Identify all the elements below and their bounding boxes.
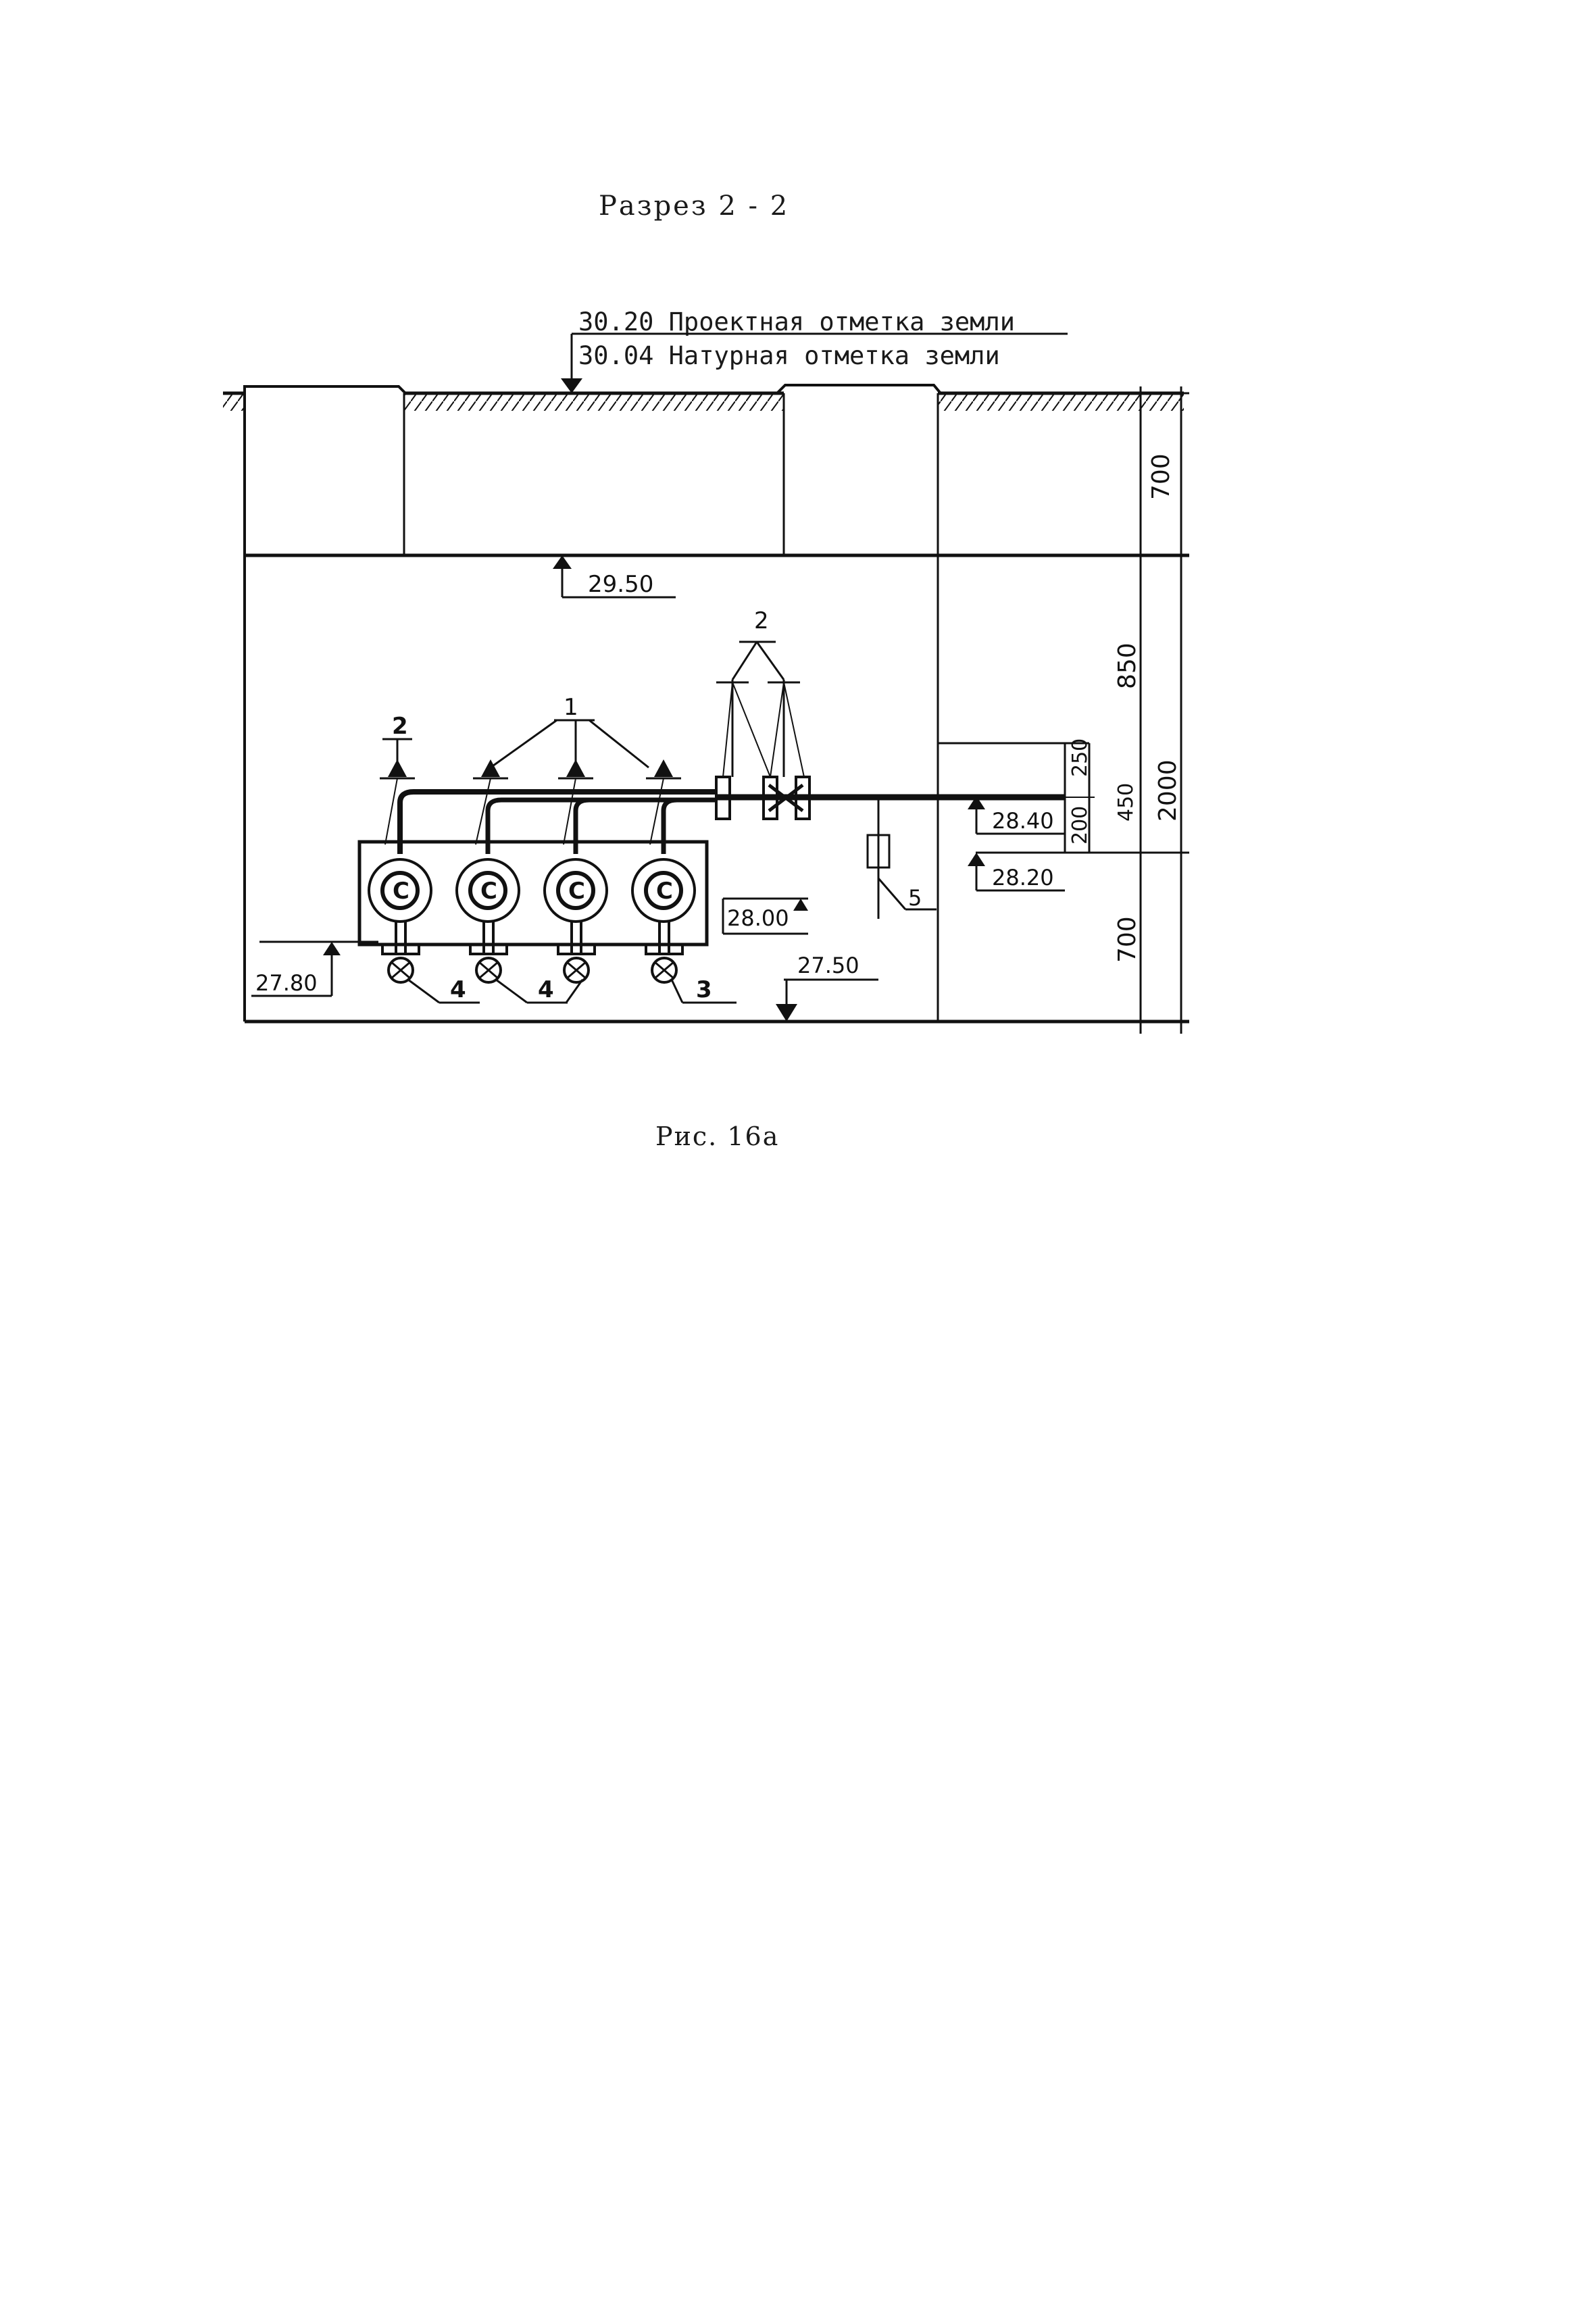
elev-label-29-50: 29.50 — [588, 571, 653, 598]
callout-2-top: 2 — [754, 607, 769, 634]
elev-label-28-40: 28.40 — [992, 808, 1054, 834]
dim-label-200: 200 — [1068, 806, 1092, 845]
pump-symbol-4: C — [656, 878, 673, 905]
gate-valve-symbol — [768, 784, 804, 812]
elev-label-27-80: 27.80 — [255, 970, 318, 996]
elev-label-28-20: 28.20 — [992, 865, 1054, 890]
pump-symbol-2: C — [480, 878, 497, 905]
elev-marker-27-80 — [323, 942, 341, 955]
callout-2-left: 2 — [392, 713, 408, 740]
natural-level-marker — [561, 378, 582, 393]
right-cover-slab — [776, 384, 942, 395]
pump-unit-3 — [543, 797, 608, 984]
figure-caption: Рис. 16а — [655, 1122, 780, 1151]
callout-4-a: 4 — [450, 976, 466, 1003]
pump-symbol-3: C — [568, 878, 585, 905]
natural-ground-level-label: 30.04 Натурная отметка земли — [578, 341, 1000, 370]
elev-marker-27-50 — [776, 1004, 797, 1022]
dim-label-700-upper: 700 — [1147, 453, 1175, 500]
callout-4-b: 4 — [538, 976, 554, 1003]
callout-5: 5 — [908, 885, 922, 911]
pump-symbol-1: C — [393, 878, 409, 905]
design-ground-level-label: 30.20 Проектная отметка земли — [578, 307, 1016, 336]
elev-marker-28-00 — [793, 899, 808, 911]
callout-3: 3 — [696, 976, 712, 1003]
elev-label-27-50: 27.50 — [797, 953, 859, 978]
elev-marker-28-20 — [968, 853, 985, 866]
left-cover-slab — [243, 385, 407, 395]
dim-label-700-lower: 700 — [1114, 916, 1141, 963]
dim-label-2000: 2000 — [1154, 759, 1182, 822]
pump-unit-4 — [631, 797, 696, 984]
elev-marker-28-40 — [968, 796, 985, 809]
elev-label-28-00: 28.00 — [727, 905, 789, 931]
section-title: Разрез 2 - 2 — [599, 191, 790, 222]
dim-label-850: 850 — [1114, 643, 1141, 689]
dim-label-250: 250 — [1068, 738, 1092, 777]
dim-label-450: 450 — [1114, 783, 1138, 822]
pipe-flange-right — [795, 776, 811, 820]
check-valve-symbol — [866, 834, 891, 869]
pump-unit-1 — [368, 789, 716, 984]
pump-unit-2 — [455, 797, 716, 984]
callout-1: 1 — [564, 694, 578, 721]
manifold-chamber — [357, 840, 709, 947]
elev-marker-29-50 — [553, 555, 572, 569]
